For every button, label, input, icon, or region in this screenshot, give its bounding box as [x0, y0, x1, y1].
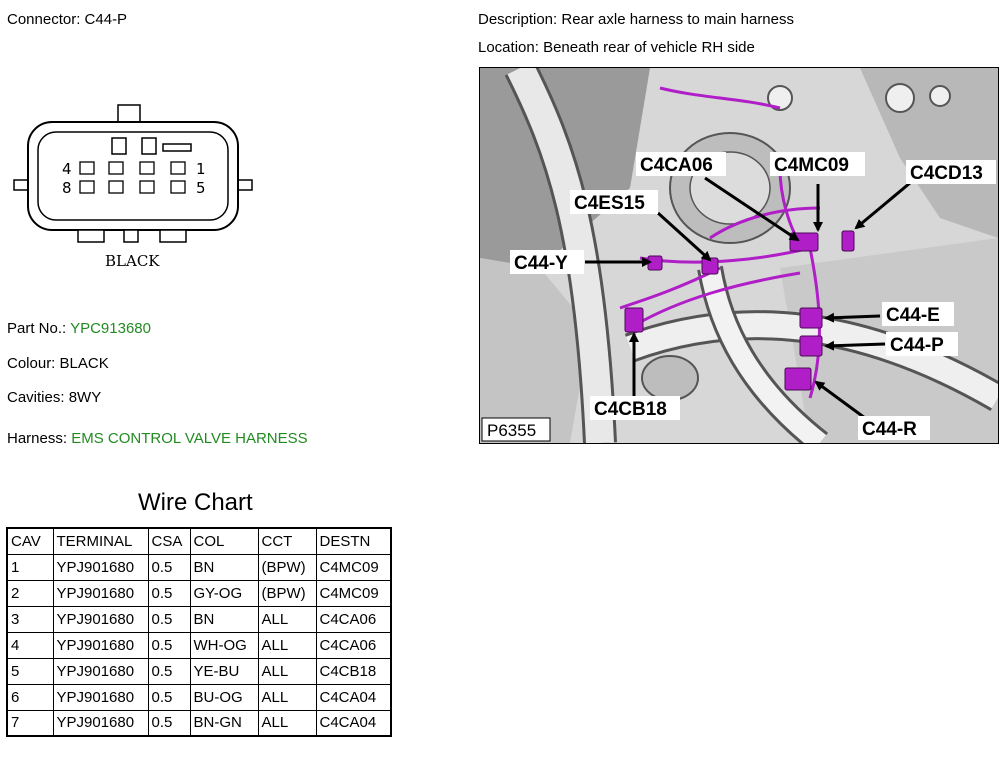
location-line: Location: Beneath rear of vehicle RH sid…: [478, 39, 755, 57]
cell-terminal: YPJ901680: [52, 579, 149, 607]
harness-label: Harness:: [7, 430, 68, 447]
table-row: 2 YPJ901680 0.5 GY-OG (BPW) C4MC09: [6, 579, 392, 607]
cell-destn: C4MC09: [315, 553, 392, 581]
pin-label-4: 4: [62, 160, 72, 178]
callout-c44-y: C44-Y: [514, 253, 568, 274]
connector-label: Connector:: [7, 11, 81, 28]
cell-terminal: YPJ901680: [52, 631, 149, 659]
cell-terminal: YPJ901680: [52, 553, 149, 581]
colour-line: Colour: BLACK: [7, 355, 109, 373]
cell-col: YE-BU: [189, 657, 259, 685]
cavities-line: Cavities: 8WY: [7, 389, 101, 407]
callout-c44-r: C44-R: [862, 419, 917, 440]
cell-terminal: YPJ901680: [52, 683, 149, 711]
location-illustration: C4CA06 C4MC09 C4CD13 C4ES15 C44-Y C44-E …: [480, 68, 998, 443]
cell-cav: 3: [6, 605, 54, 633]
callout-c4cd13: C4CD13: [910, 163, 983, 184]
cell-cct: ALL: [257, 631, 317, 659]
cell-csa: 0.5: [147, 631, 191, 659]
header-col: COL: [189, 527, 259, 555]
cell-cav: 4: [6, 631, 54, 659]
cell-cct: ALL: [257, 605, 317, 633]
cell-terminal: YPJ901680: [52, 605, 149, 633]
connector-value: C44-P: [84, 11, 128, 28]
header-csa: CSA: [147, 527, 191, 555]
cell-cav: 1: [6, 553, 54, 581]
cell-csa: 0.5: [147, 553, 191, 581]
pin-label-8: 8: [62, 179, 72, 197]
header-destn: DESTN: [315, 527, 392, 555]
callout-c44-e: C44-E: [886, 305, 940, 326]
cell-col: BU-OG: [189, 683, 259, 711]
location-value: Beneath rear of vehicle RH side: [543, 39, 755, 56]
table-row: 6 YPJ901680 0.5 BU-OG ALL C4CA04: [6, 683, 392, 711]
table-row: 3 YPJ901680 0.5 BN ALL C4CA06: [6, 605, 392, 633]
cavities-label: Cavities:: [7, 389, 65, 406]
cell-cct: ALL: [257, 709, 317, 737]
cell-csa: 0.5: [147, 709, 191, 737]
connector-heading: Connector: C44-P: [7, 11, 127, 29]
description-label: Description:: [478, 11, 558, 28]
harness-connectors: [624, 230, 855, 391]
part-no-value: YPC913680: [70, 320, 151, 337]
cell-col: BN: [189, 553, 259, 581]
pin-label-5: 5: [196, 179, 206, 197]
part-no-line: Part No.: YPC913680: [7, 320, 151, 338]
pin-label-1: 1: [196, 160, 206, 178]
cell-destn: C4MC09: [315, 579, 392, 607]
wire-chart-table: CAV TERMINAL CSA COL CCT DESTN 1 YPJ9016…: [6, 527, 392, 737]
callout-c4mc09: C4MC09: [774, 155, 849, 176]
cell-cav: 6: [6, 683, 54, 711]
cell-cav: 2: [6, 579, 54, 607]
connector-face-drawing: 4 1 8 5 BLACK: [13, 104, 253, 270]
cell-col: BN: [189, 605, 259, 633]
cell-cav: 5: [6, 657, 54, 685]
location-photo: C4CA06 C4MC09 C4CD13 C4ES15 C44-Y C44-E …: [479, 67, 999, 444]
connector-colour-caption: BLACK: [105, 252, 160, 270]
header-cct: CCT: [257, 527, 317, 555]
cell-destn: C4CB18: [315, 657, 392, 685]
callout-c4ca06: C4CA06: [640, 155, 713, 176]
harness-value: EMS CONTROL VALVE HARNESS: [71, 430, 308, 447]
harness-line: Harness: EMS CONTROL VALVE HARNESS: [7, 430, 308, 448]
table-row: 7 YPJ901680 0.5 BN-GN ALL C4CA04: [6, 709, 392, 737]
colour-label: Colour:: [7, 355, 56, 372]
cell-csa: 0.5: [147, 579, 191, 607]
cell-cct: ALL: [257, 657, 317, 685]
callout-c44-p: C44-P: [890, 335, 944, 356]
cell-destn: C4CA04: [315, 709, 392, 737]
header-terminal: TERMINAL: [52, 527, 149, 555]
wire-chart-title: Wire Chart: [138, 489, 253, 516]
cavities-value: 8WY: [68, 389, 102, 406]
callout-c4es15: C4ES15: [574, 193, 645, 214]
table-row: 1 YPJ901680 0.5 BN (BPW) C4MC09: [6, 553, 392, 581]
header-cav: CAV: [6, 527, 54, 555]
cell-destn: C4CA06: [315, 631, 392, 659]
description-value: Rear axle harness to main harness: [561, 11, 794, 28]
cell-cav: 7: [6, 709, 54, 737]
cell-destn: C4CA06: [315, 605, 392, 633]
cell-terminal: YPJ901680: [52, 709, 149, 737]
callout-c4cb18: C4CB18: [594, 399, 667, 420]
location-label: Location:: [478, 39, 539, 56]
cell-cct: (BPW): [257, 553, 317, 581]
cell-col: GY-OG: [189, 579, 259, 607]
description-line: Description: Rear axle harness to main h…: [478, 11, 794, 29]
cell-destn: C4CA04: [315, 683, 392, 711]
cell-terminal: YPJ901680: [52, 657, 149, 685]
photo-id: P6355: [487, 421, 536, 440]
cell-csa: 0.5: [147, 657, 191, 685]
cell-cct: (BPW): [257, 579, 317, 607]
cell-csa: 0.5: [147, 683, 191, 711]
part-no-label: Part No.:: [7, 320, 67, 337]
cell-col: WH-OG: [189, 631, 259, 659]
table-row: 5 YPJ901680 0.5 YE-BU ALL C4CB18: [6, 657, 392, 685]
table-header-row: CAV TERMINAL CSA COL CCT DESTN: [6, 527, 392, 555]
cell-cct: ALL: [257, 683, 317, 711]
colour-value: BLACK: [59, 355, 109, 372]
cell-col: BN-GN: [189, 709, 259, 737]
cell-csa: 0.5: [147, 605, 191, 633]
table-row: 4 YPJ901680 0.5 WH-OG ALL C4CA06: [6, 631, 392, 659]
